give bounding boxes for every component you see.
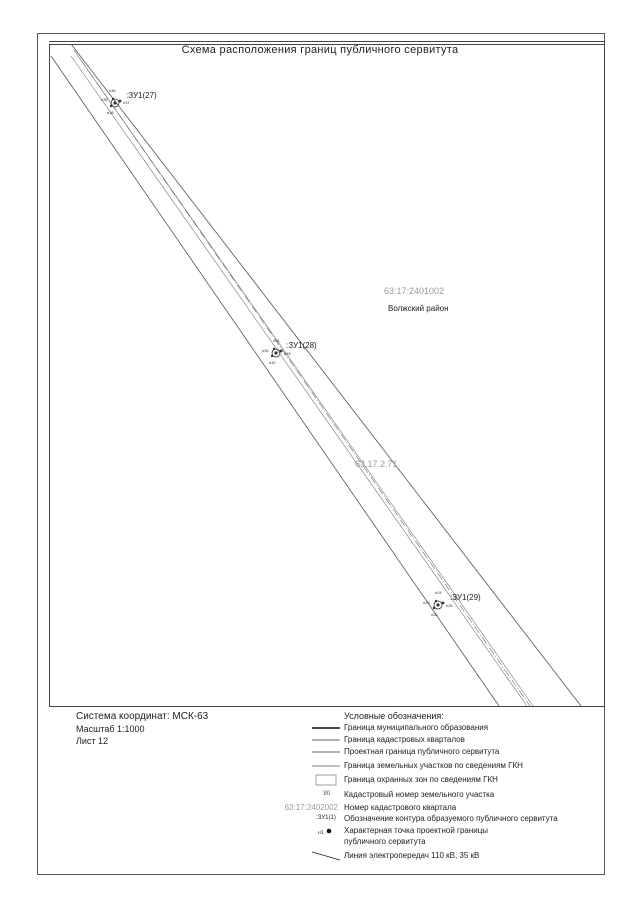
legend-item: Линия электропередач 110 кВ, 35 кВ (250, 850, 600, 862)
legend-item-label: Линия электропередач 110 кВ, 35 кВ (344, 851, 480, 860)
legend-item-label: публичного сервитута (344, 837, 426, 846)
legend-item: Граница охранных зон по сведениям ГКН (250, 774, 600, 786)
legend-item: 63:17:2402002 Номер кадастрового квартал… (250, 802, 600, 814)
legend-item-label: Граница муниципального образования (344, 723, 489, 732)
legend-item: :ЗУ1(1) Обозначение контура образуемого … (250, 813, 600, 825)
district-name: Волжский район (388, 304, 449, 313)
map-frame (49, 44, 605, 707)
point-label-sample: н1 (318, 830, 324, 836)
svg-text:н31: н31 (273, 338, 280, 343)
legend-item: Проектная граница публичного сервитута (250, 746, 600, 758)
legend-item-label: Проектная граница публичного сервитута (344, 747, 500, 756)
contour-label-27[interactable]: :ЗУ1(27) (126, 91, 157, 100)
corridor-right-boundary (70, 44, 582, 707)
servitude-boundary-left (70, 55, 528, 707)
thin-line-icon (312, 739, 340, 741)
legend-title: Условные обозначения: (344, 711, 444, 721)
thin-line-icon (312, 765, 340, 767)
thin-line-icon (312, 751, 340, 753)
legend-item-label: Номер кадастрового квартала (344, 803, 457, 812)
legend-item-label: Характерная точка проектной границы (344, 826, 489, 835)
sheet-number: Лист 12 (76, 736, 109, 746)
svg-text:н24: н24 (435, 590, 442, 595)
coordinate-system: Система координат: МСК-63 (76, 711, 209, 722)
legend-item-label: Граница земельных участков по сведениям … (344, 761, 523, 770)
title-divider (49, 41, 605, 42)
legend-item: публичного сервитута (250, 836, 600, 848)
svg-text:н32: н32 (269, 360, 276, 365)
legend-item-label: Граница кадастровых кварталов (344, 735, 465, 744)
legend-item: Граница муниципального образования (250, 722, 600, 734)
cadastral-quarter-number: 63:17:2401002 (384, 286, 445, 296)
servitude-contour-28[interactable]: н31 н30 н33 н32 (262, 338, 291, 365)
svg-text:н37: н37 (123, 100, 130, 105)
thick-line-icon (312, 727, 340, 729)
map-canvas: н36 н35 н37 н38 н31 н30 н33 н32 н24 н23 … (49, 44, 605, 707)
svg-text:н33: н33 (284, 351, 291, 356)
corridor-left-boundary (50, 55, 500, 707)
legend-item-label: Кадастровый номер земельного участка (344, 790, 495, 799)
legend-item: н1 Характерная точка проектной границы (250, 825, 600, 837)
contour-label-sample: :ЗУ1(1) (316, 815, 336, 821)
power-line (73, 49, 531, 707)
legend-item: Граница кадастровых кварталов (250, 734, 600, 746)
legend-item: :80 Кадастровый номер земельного участка (250, 789, 600, 801)
servitude-contour-29[interactable]: н24 н23 н25 н26 (423, 590, 453, 617)
svg-text:н36: н36 (109, 88, 116, 93)
scale: Масштаб 1:1000 (76, 724, 145, 734)
contour-label-29[interactable]: :ЗУ1(29) (450, 593, 481, 602)
servitude-boundary-right (77, 55, 534, 707)
legend-item-label: Граница охранных зон по сведениям ГКН (344, 775, 498, 784)
cadastral-quarter-number-2: 63.17.2.71 (355, 459, 398, 469)
svg-text:н38: н38 (107, 110, 114, 115)
quarter-number-sample: 63:17:2402002 (284, 803, 338, 812)
svg-text:н25: н25 (446, 603, 453, 608)
contour-label-28[interactable]: :ЗУ1(28) (286, 341, 317, 350)
servitude-contour-27[interactable]: н36 н35 н37 н38 (101, 88, 130, 115)
rectangle-icon (315, 774, 337, 786)
lot-number-sample: :80 (321, 791, 331, 797)
svg-text:н26: н26 (431, 612, 438, 617)
legend-item: Граница земельных участков по сведениям … (250, 760, 600, 772)
point-icon: н1 (318, 828, 332, 836)
svg-text:н35: н35 (101, 97, 108, 102)
map-title: Схема расположения границ публичного сер… (181, 44, 459, 56)
legend-item-label: Обозначение контура образуемого публично… (344, 814, 558, 823)
svg-text:н23: н23 (423, 600, 430, 605)
sheet-info: Система координат: МСК-63 Масштаб 1:1000… (76, 711, 208, 747)
diagonal-line-icon (311, 851, 341, 861)
svg-text:н30: н30 (262, 348, 269, 353)
